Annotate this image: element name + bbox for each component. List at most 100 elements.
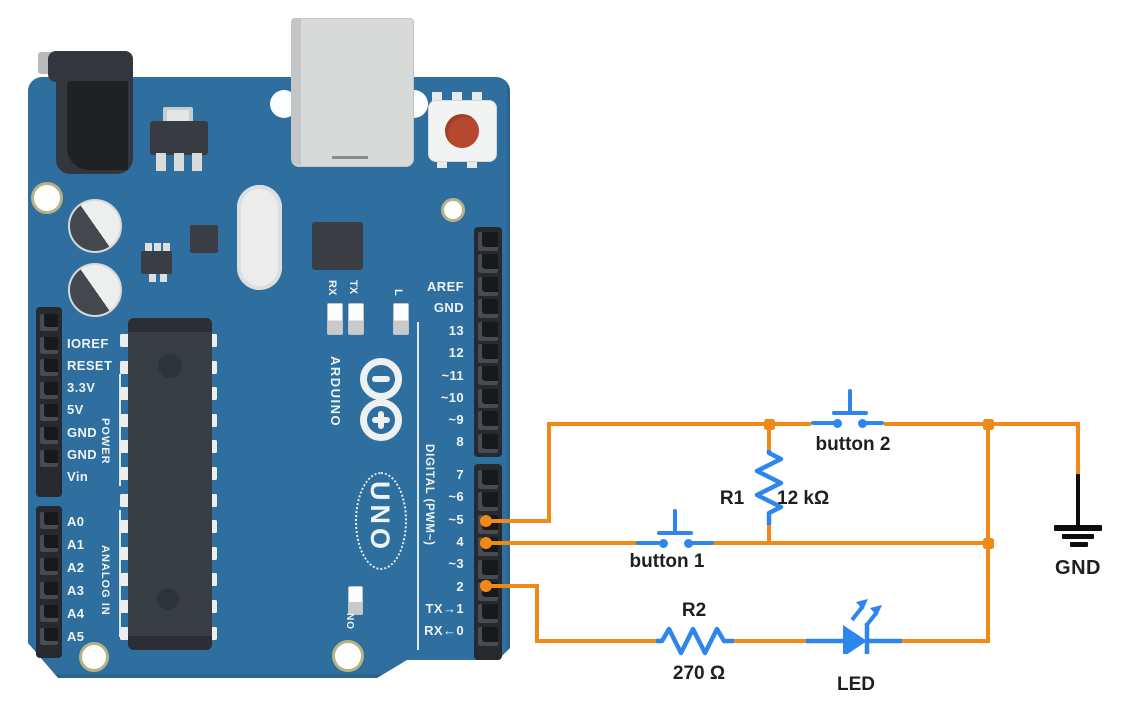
header-pin[interactable] xyxy=(478,492,498,512)
reset-button-tab xyxy=(432,92,442,102)
header-pin[interactable] xyxy=(40,558,58,576)
header-pin[interactable] xyxy=(40,512,58,529)
wire-pin4-right[interactable] xyxy=(713,541,988,545)
arduino-logo-minus xyxy=(372,376,390,382)
tx-led xyxy=(348,303,364,335)
header-pin[interactable] xyxy=(478,411,498,431)
reset-button-cap[interactable] xyxy=(445,114,479,148)
led[interactable] xyxy=(802,588,908,654)
wire-pin5-riser[interactable] xyxy=(547,422,551,523)
header-pin[interactable] xyxy=(40,381,58,399)
header-pin[interactable] xyxy=(478,321,498,341)
tx-label: TX xyxy=(347,280,359,295)
header-pin[interactable] xyxy=(478,366,498,386)
header-pin[interactable] xyxy=(478,344,498,363)
wire-bus-vertical[interactable] xyxy=(986,424,990,643)
header-pin[interactable] xyxy=(40,314,58,331)
header-pin[interactable] xyxy=(40,404,58,422)
header-pin[interactable] xyxy=(478,388,498,408)
header-pin[interactable] xyxy=(40,628,58,645)
pin-label-12: 12 xyxy=(448,345,464,360)
arduino-board[interactable] xyxy=(28,77,510,678)
uno-model-text: UNO xyxy=(365,481,395,553)
junction-bus-middle[interactable] xyxy=(983,538,994,549)
pin-label-a2: A2 xyxy=(67,560,85,575)
power-jack-opening xyxy=(67,81,128,170)
digital-header-top[interactable] xyxy=(474,227,502,457)
smd-pin xyxy=(154,243,161,253)
wire-pin5-horizontal[interactable] xyxy=(486,519,551,523)
wire-gnd-drop[interactable] xyxy=(1076,424,1080,476)
header-pin[interactable] xyxy=(40,336,58,354)
wire-r1-stub-top[interactable] xyxy=(767,424,771,452)
header-pin[interactable] xyxy=(40,581,58,599)
ic-pin xyxy=(120,467,131,480)
wire-r1-stub-bottom[interactable] xyxy=(767,521,771,543)
button1-contact-dot xyxy=(684,539,693,548)
wire-bottom-left[interactable] xyxy=(535,639,662,643)
smd-pin xyxy=(163,243,170,253)
digital-separator-line xyxy=(417,322,419,650)
power-group-label: POWER xyxy=(99,418,111,465)
header-pin[interactable] xyxy=(40,359,58,377)
header-pin[interactable] xyxy=(478,433,498,453)
header-pin[interactable] xyxy=(478,232,498,251)
header-pin[interactable] xyxy=(40,449,58,467)
header-pin[interactable] xyxy=(478,254,498,274)
pin5-connection-dot[interactable] xyxy=(480,515,492,527)
wire-pin2-horizontal[interactable] xyxy=(486,584,539,588)
digital-header-bottom[interactable] xyxy=(474,464,502,660)
gnd-bar-3 xyxy=(1070,542,1088,547)
wire-top-left[interactable] xyxy=(549,422,811,426)
pin-label-ioref: IOREF xyxy=(67,336,109,351)
button2-lead-left xyxy=(811,421,835,425)
ic-pin xyxy=(120,520,131,534)
resistor-r2[interactable] xyxy=(656,626,734,656)
wire-pin4-left[interactable] xyxy=(486,541,638,545)
usb-connector-slot xyxy=(332,156,368,159)
wire-top-right[interactable] xyxy=(884,422,1080,426)
header-pin[interactable] xyxy=(478,299,498,319)
button1-lead-right xyxy=(690,541,714,545)
smd-transistor xyxy=(141,251,172,274)
header-pin[interactable] xyxy=(40,604,58,622)
pin-label-a4: A4 xyxy=(67,606,85,621)
resistor-r1[interactable] xyxy=(754,450,784,525)
pin-label-2: 2 xyxy=(456,579,464,594)
wire-led-to-bus[interactable] xyxy=(900,639,990,643)
pin4-connection-dot[interactable] xyxy=(480,537,492,549)
header-pin[interactable] xyxy=(40,535,58,553)
mounting-hole xyxy=(441,198,465,222)
regulator-tab-inner xyxy=(167,110,189,122)
reset-button-tab xyxy=(452,92,462,102)
r1-value-label: 12 kΩ xyxy=(777,488,830,509)
pin-label-5: ~5 xyxy=(448,512,464,527)
pin-label-13: 13 xyxy=(448,323,464,338)
analog-header[interactable] xyxy=(36,506,62,658)
junction-bus-top[interactable] xyxy=(983,419,994,430)
rx-led xyxy=(327,303,343,335)
pin-label-a5: A5 xyxy=(67,629,85,644)
power-jack-cap xyxy=(48,51,133,82)
regulator-pin xyxy=(192,153,202,171)
digital-group-label: DIGITAL (PWM~) xyxy=(423,444,435,546)
button1-contact-dot xyxy=(659,539,668,548)
gnd-stem xyxy=(1076,474,1080,527)
wire-pin2-drop[interactable] xyxy=(535,584,539,643)
junction-r1-top[interactable] xyxy=(764,419,775,430)
header-pin[interactable] xyxy=(478,626,498,646)
button2-contact-dot xyxy=(833,419,842,428)
header-pin[interactable] xyxy=(478,559,498,579)
ic-dot xyxy=(157,588,179,610)
pin-label-a1: A1 xyxy=(67,537,85,552)
wire-r2-to-led[interactable] xyxy=(730,639,812,643)
uno-oval xyxy=(355,472,407,570)
pin-label-11: ~11 xyxy=(441,368,464,383)
header-pin[interactable] xyxy=(478,470,498,489)
power-header[interactable] xyxy=(36,307,62,497)
header-pin[interactable] xyxy=(478,604,498,624)
pin-label-vin: Vin xyxy=(67,469,89,484)
header-pin[interactable] xyxy=(478,276,498,296)
header-pin[interactable] xyxy=(40,427,58,444)
pin2-connection-dot[interactable] xyxy=(480,580,492,592)
